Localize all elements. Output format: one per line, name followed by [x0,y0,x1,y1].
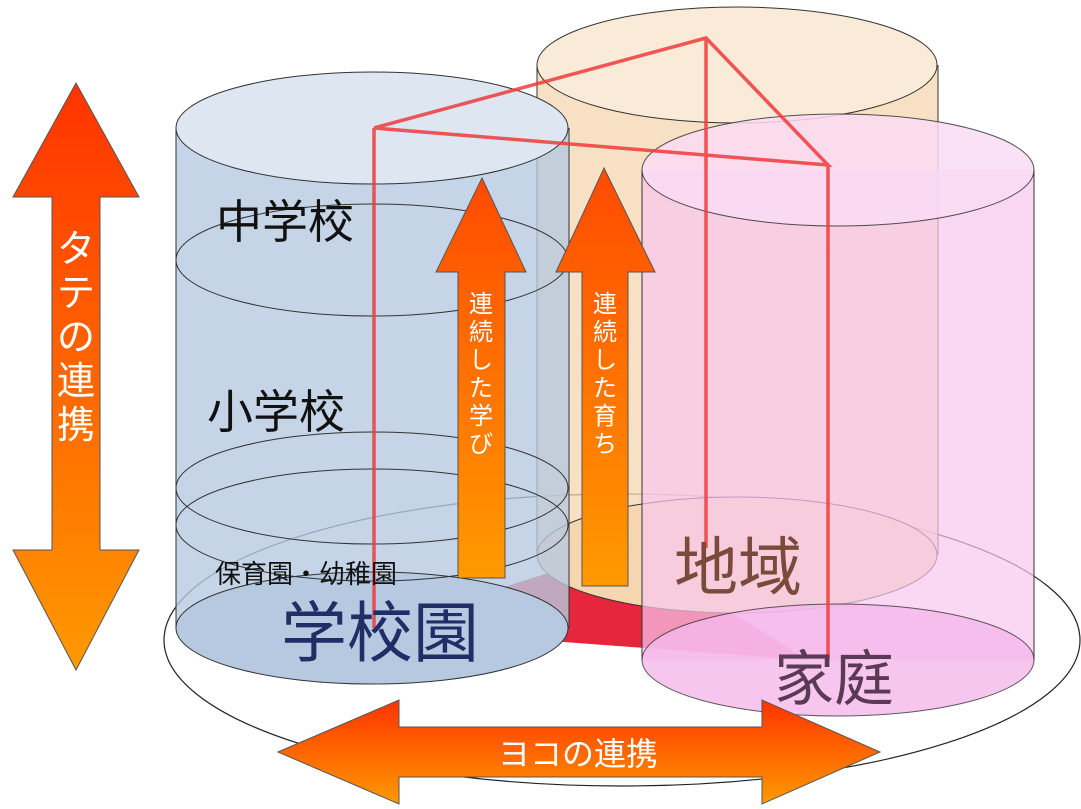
horizontal-link-arrow [276,699,882,805]
junior-high-label: 中学校 [216,195,354,249]
school-group-label: 学校園 [281,595,479,672]
continuous-learning-label: 連続した学び [469,290,493,458]
continuous-learning-label-text: 連続した学び [469,290,493,458]
vertical-link-label: タテの連携 [57,227,95,447]
horizontal-link-label: ヨコの連携 [498,735,658,773]
elementary-label: 小学校 [207,385,345,439]
link-lines [372,36,833,660]
family-cylinder [641,113,1035,717]
continuous-growth-label-text: 連続した育ち [593,290,617,458]
family-label: 家庭 [774,645,894,715]
region-label: 地域 [674,532,802,606]
vertical-link-label-text: タテの連携 [57,227,95,447]
vertical-link-arrow [12,81,140,672]
continuous-growth-arrow [555,166,656,587]
continuous-learning-arrow [435,176,527,579]
continuous-growth-label: 連続した育ち [593,290,617,458]
preschool-label: 保育園・幼稚園 [215,560,397,590]
